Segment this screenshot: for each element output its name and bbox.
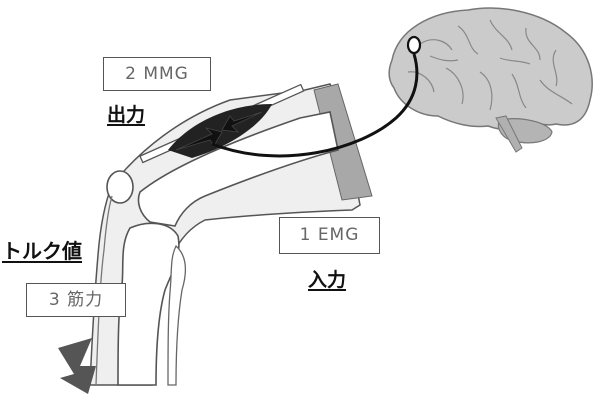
brain-icon	[389, 8, 592, 152]
force-arrow-icon	[58, 338, 96, 394]
emg-label-box: 1 EMG	[279, 217, 380, 254]
torque-label: トルク値	[2, 241, 82, 261]
input-label: 入力	[308, 271, 346, 290]
brain-cortex	[389, 8, 592, 129]
force-label-box: 3 筋力	[26, 283, 126, 317]
brain-electrode	[408, 37, 420, 53]
mmg-label-box: 2 MMG	[103, 57, 211, 91]
output-label: 出力	[107, 106, 145, 125]
